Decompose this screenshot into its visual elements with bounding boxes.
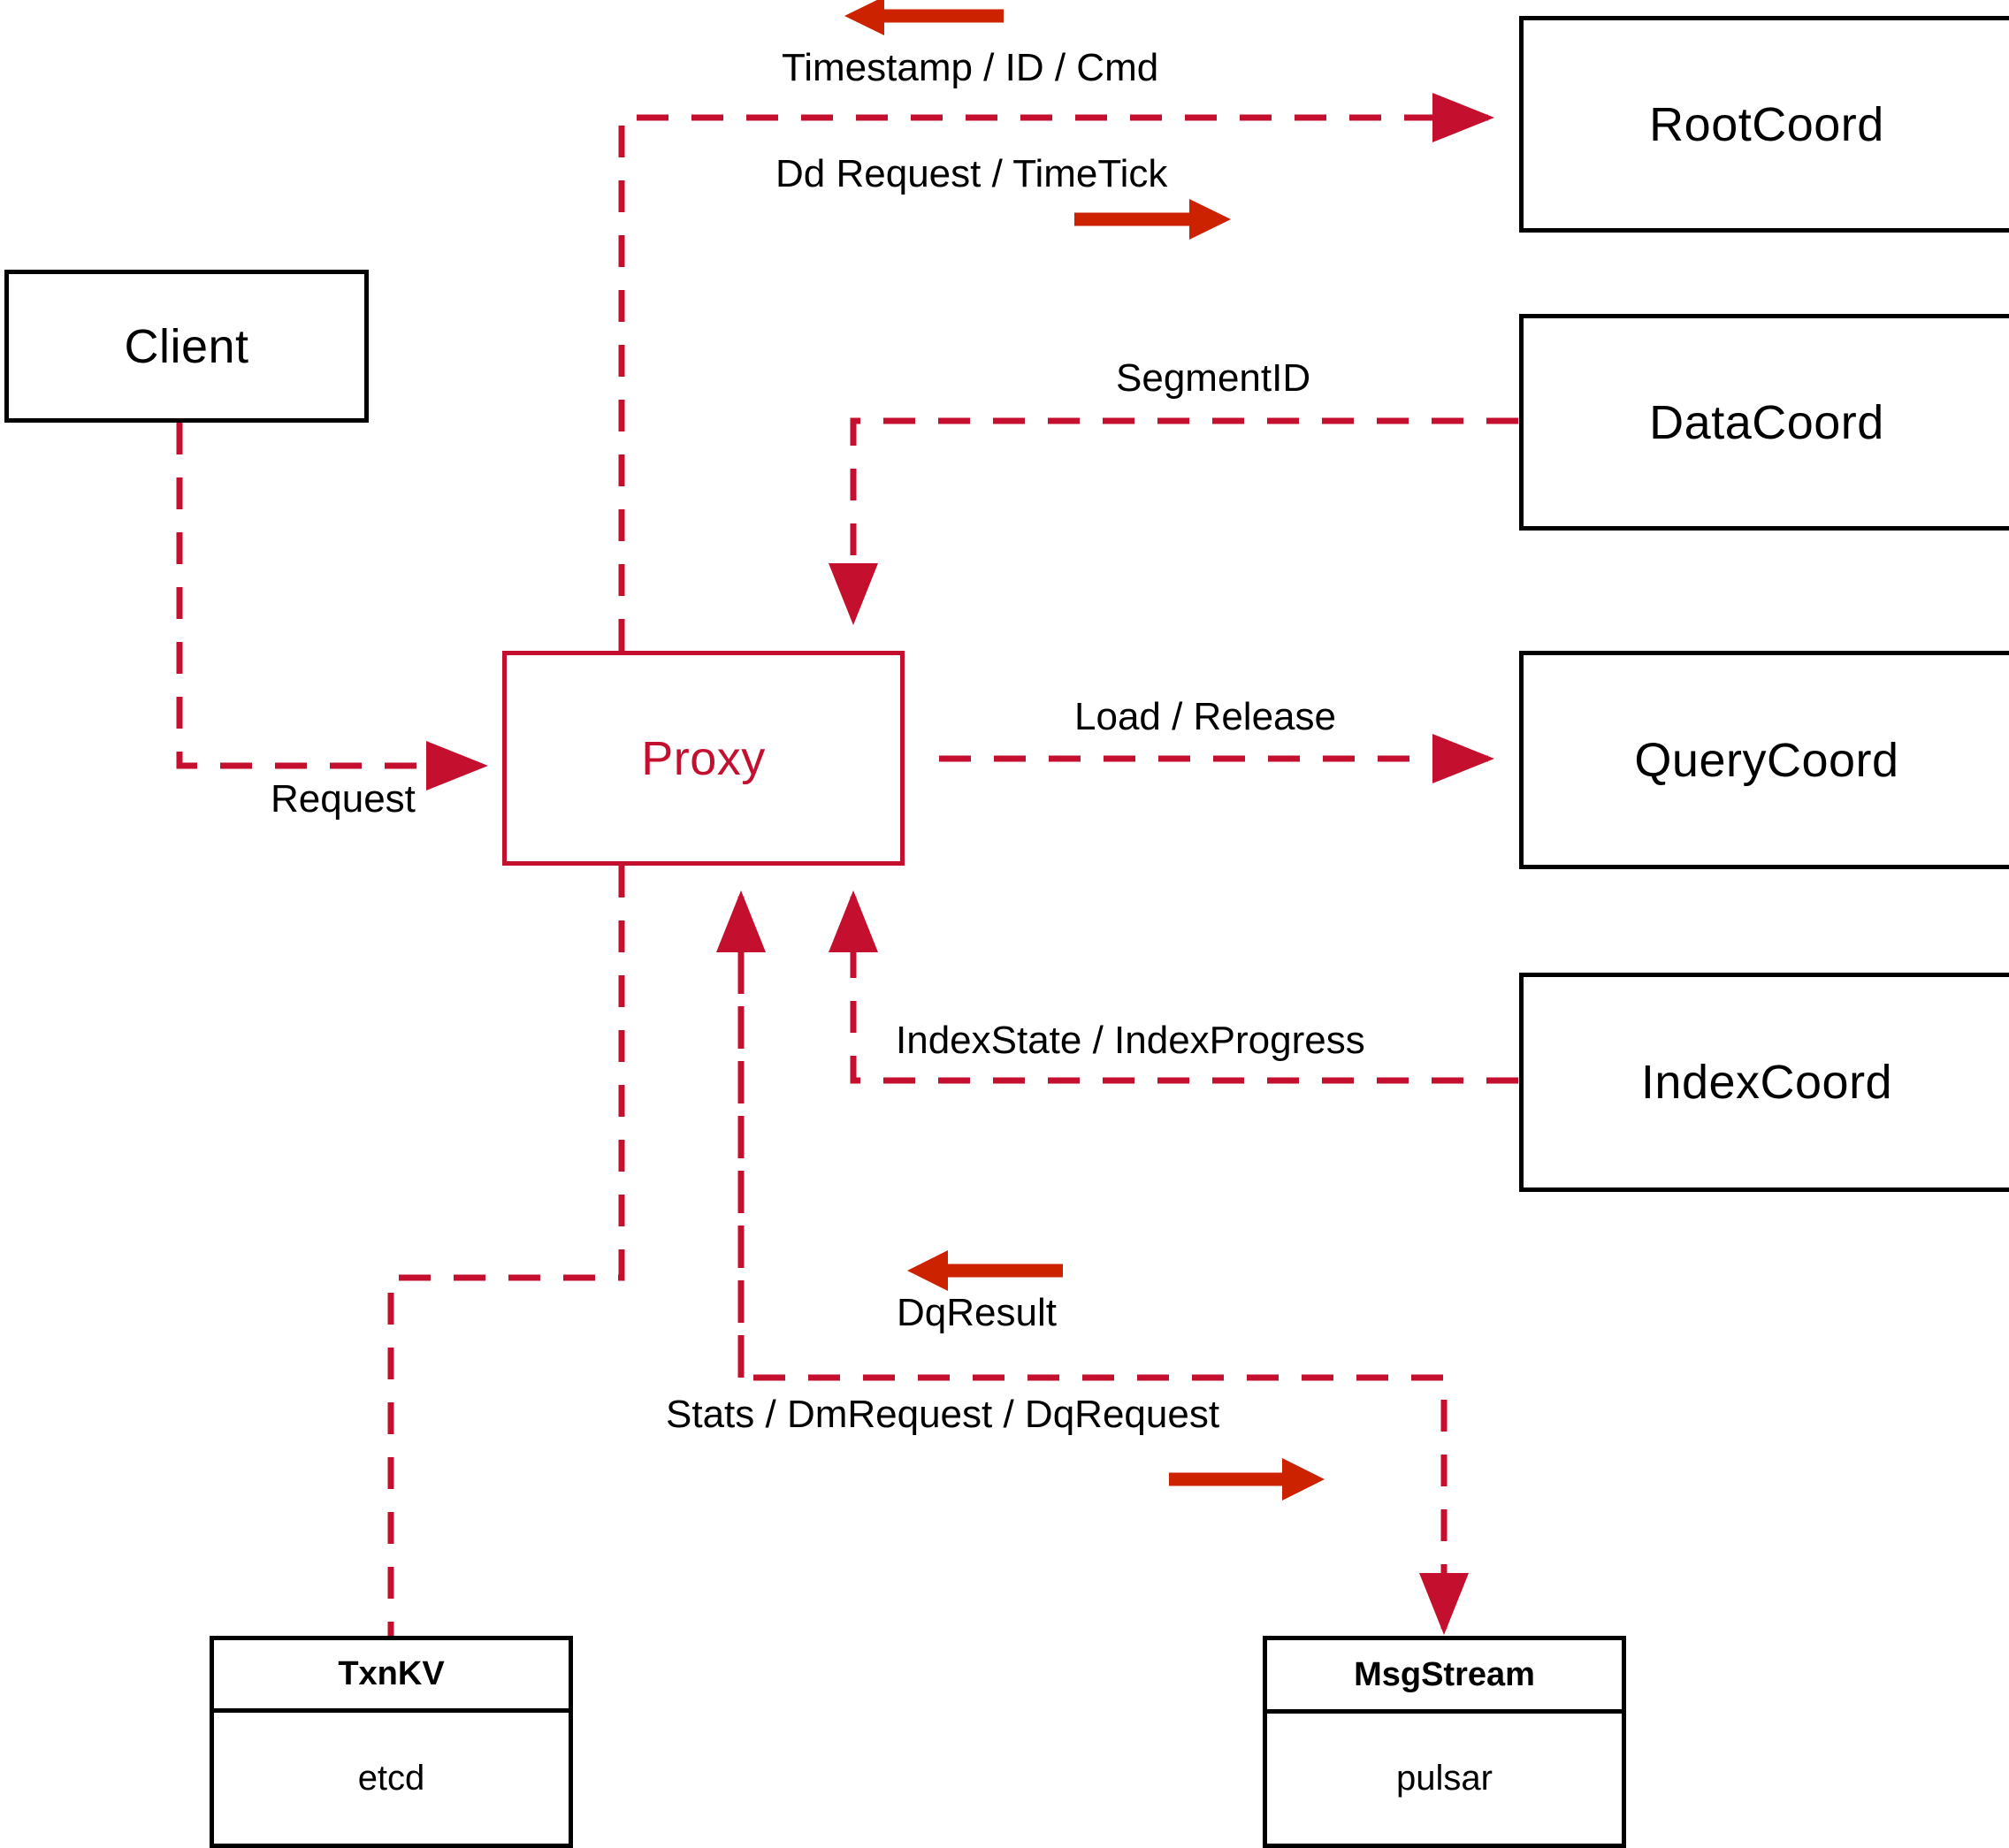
node-client[interactable]: Client [4,270,369,423]
direction-arrow-dqresult [907,1250,1063,1291]
edge-label-dd-request-timetick: Dd Request / TimeTick [775,152,1168,195]
edge-proxy-to-txnkv [387,866,625,1636]
edge-proxy-msgstream [716,890,1469,1635]
node-indexcoord[interactable]: IndexCoord [1519,973,2009,1192]
edge-label-stats-dm-dq-request: Stats / DmRequest / DqRequest [666,1393,1220,1436]
node-proxy[interactable]: Proxy [502,651,905,866]
node-querycoord[interactable]: QueryCoord [1519,651,2009,869]
node-txnkv-body: etcd [214,1713,569,1844]
node-txnkv[interactable]: TxnKV etcd [210,1636,573,1848]
edge-indexcoord-to-proxy [829,890,1518,1084]
node-txnkv-header: TxnKV [214,1640,569,1713]
node-msgstream-header: MsgStream [1267,1640,1622,1714]
node-client-label: Client [124,319,249,373]
node-datacoord-label: DataCoord [1649,395,1884,449]
node-proxy-label: Proxy [641,731,766,785]
direction-arrow-ddrequest [1074,199,1231,240]
node-msgstream-impl: pulsar [1396,1759,1493,1798]
node-rootcoord[interactable]: RootCoord [1519,16,2009,233]
node-txnkv-title: TxnKV [338,1655,445,1692]
edge-proxy-to-rootcoord [618,93,1494,651]
node-querycoord-label: QueryCoord [1634,733,1899,787]
node-txnkv-impl: etcd [357,1758,425,1798]
node-rootcoord-label: RootCoord [1649,97,1884,151]
edge-client-to-proxy [176,423,488,790]
node-msgstream-title: MsgStream [1354,1655,1535,1693]
edge-label-segment-id: SegmentID [1116,356,1311,400]
edge-label-dq-result: DqResult [897,1291,1057,1334]
edge-label-request: Request [271,777,416,821]
direction-arrow-timestamp [844,0,1004,35]
edge-datacoord-to-proxy [829,417,1518,625]
edge-label-index-state-progress: IndexState / IndexProgress [896,1019,1365,1062]
direction-arrow-stats [1169,1458,1325,1501]
node-indexcoord-label: IndexCoord [1640,1056,1893,1109]
node-datacoord[interactable]: DataCoord [1519,314,2009,531]
edge-label-load-release: Load / Release [1074,695,1336,738]
edge-label-timestamp-id-cmd: Timestamp / ID / Cmd [782,46,1159,89]
node-msgstream[interactable]: MsgStream pulsar [1263,1636,1626,1848]
node-msgstream-body: pulsar [1267,1714,1622,1844]
